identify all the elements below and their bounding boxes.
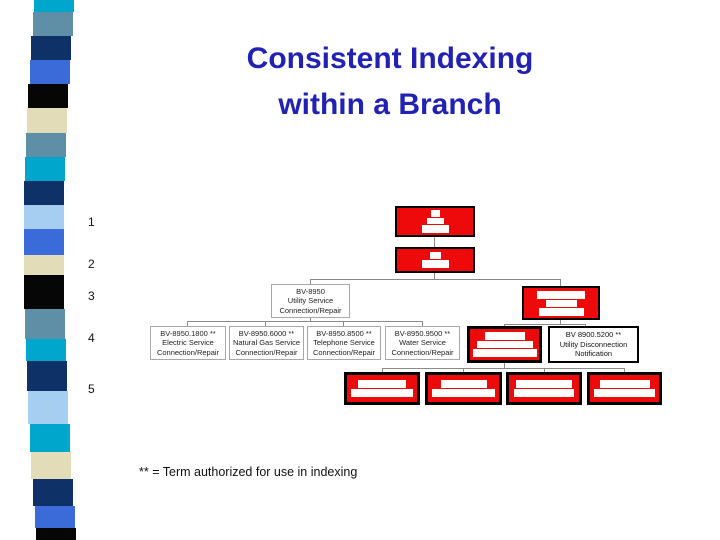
illegible-text-block bbox=[524, 288, 598, 318]
connector-line bbox=[434, 237, 435, 247]
box-line: Utility Service bbox=[287, 296, 334, 306]
connector-line bbox=[382, 368, 625, 369]
ribbon-band bbox=[28, 390, 68, 425]
ribbon-band bbox=[30, 424, 70, 452]
connector-line bbox=[422, 321, 423, 327]
ribbon-band bbox=[36, 528, 76, 540]
box-line: Electric Service bbox=[162, 338, 214, 348]
connector-line bbox=[504, 362, 505, 369]
connector-line bbox=[310, 317, 311, 322]
connector-line bbox=[187, 321, 423, 322]
illegible-text-block bbox=[397, 208, 473, 235]
title-line-1: Consistent Indexing bbox=[246, 42, 534, 75]
org-box-utility-service: BV-8950 Utility Service Connection/Repai… bbox=[271, 284, 350, 318]
ribbon-band bbox=[28, 84, 68, 108]
org-box-level5-red-1 bbox=[344, 372, 420, 405]
box-line: Connection/Repair bbox=[235, 347, 298, 357]
box-line: Utility Disconnection bbox=[559, 339, 628, 349]
level-label-3: 3 bbox=[88, 289, 95, 303]
ribbon-band bbox=[27, 108, 67, 133]
connector-line bbox=[310, 279, 561, 280]
box-line: Connection/Repair bbox=[391, 347, 454, 357]
box-line: Telephone Service bbox=[313, 338, 375, 348]
ribbon-band bbox=[25, 309, 65, 339]
connector-line bbox=[265, 321, 266, 327]
org-box-level3-red bbox=[522, 286, 600, 320]
connector-line bbox=[343, 321, 344, 327]
connector-line bbox=[544, 368, 545, 373]
connector-line bbox=[382, 368, 383, 373]
org-box-level5-red-4 bbox=[587, 372, 662, 405]
ribbon-band bbox=[31, 36, 71, 60]
level-label-1: 1 bbox=[88, 215, 95, 229]
connector-line bbox=[624, 368, 625, 373]
connector-line bbox=[560, 279, 561, 287]
connector-line bbox=[463, 368, 464, 373]
ribbon-band bbox=[25, 157, 65, 181]
org-box-water-service: BV-8950.9500 ** Water Service Connection… bbox=[385, 326, 460, 360]
illegible-text-block bbox=[397, 249, 473, 271]
org-box-level5-red-2 bbox=[425, 372, 502, 405]
connector-line bbox=[560, 319, 561, 325]
box-line: BV-8950 bbox=[296, 286, 325, 296]
ribbon-band bbox=[24, 205, 64, 229]
org-box-level1 bbox=[395, 206, 475, 237]
ribbon-band bbox=[24, 228, 64, 256]
org-box-natural-gas-service: BV-8950.6000 ** Natural Gas Service Conn… bbox=[229, 326, 304, 360]
illegible-text-block bbox=[470, 329, 539, 360]
ribbon-band bbox=[33, 479, 73, 506]
box-line: Connection/Repair bbox=[312, 347, 376, 357]
box-line: Connection/Repair bbox=[156, 347, 220, 357]
level-label-5: 5 bbox=[88, 382, 95, 396]
box-line: BV-8950.9500 ** bbox=[394, 328, 451, 338]
org-box-level4-red bbox=[467, 326, 542, 363]
ribbon-band bbox=[34, 0, 74, 12]
ribbon-band bbox=[27, 361, 67, 391]
ribbon-band bbox=[30, 59, 70, 85]
org-box-level5-red-3 bbox=[506, 372, 582, 405]
ribbon-band bbox=[33, 11, 73, 37]
box-line: Water Service bbox=[399, 338, 446, 348]
illegible-text-block bbox=[428, 375, 499, 402]
box-line: BV-8950.1800 ** bbox=[160, 328, 216, 338]
level-label-2: 2 bbox=[88, 257, 95, 271]
box-line: BV-8950.6000 ** bbox=[238, 328, 295, 338]
connector-line bbox=[310, 279, 311, 285]
box-line: Notification bbox=[574, 349, 613, 359]
illegible-text-block bbox=[590, 375, 659, 402]
org-box-level2 bbox=[395, 247, 475, 273]
connector-line bbox=[434, 273, 435, 279]
box-line: Natural Gas Service bbox=[232, 338, 301, 348]
box-line: BV-8950.8500 ** bbox=[316, 328, 372, 338]
ribbon-band bbox=[24, 274, 64, 310]
connector-line bbox=[504, 324, 586, 325]
org-box-telephone-service: BV-8950.8500 ** Telephone Service Connec… bbox=[307, 326, 381, 360]
box-line: Connection/Repair bbox=[279, 305, 342, 315]
ribbon-band bbox=[35, 505, 75, 529]
level-label-4: 4 bbox=[88, 331, 95, 345]
box-line: BV 8900.5200 ** bbox=[565, 330, 622, 340]
footnote: ** = Term authorized for use in indexing bbox=[139, 465, 358, 479]
ribbon-band bbox=[26, 132, 66, 158]
page-title: Consistent Indexing within a Branch bbox=[110, 36, 670, 128]
ribbon-band bbox=[26, 338, 66, 362]
org-box-utility-disconnection: BV 8900.5200 ** Utility Disconnection No… bbox=[548, 326, 639, 363]
ribbon-band bbox=[24, 180, 64, 206]
org-box-electric-service: BV-8950.1800 ** Electric Service Connect… bbox=[150, 326, 226, 360]
title-line-2: within a Branch bbox=[278, 88, 502, 121]
illegible-text-block bbox=[509, 375, 579, 402]
ribbon-band bbox=[24, 255, 64, 275]
decorative-ribbon bbox=[24, 0, 76, 540]
ribbon-band bbox=[31, 451, 71, 480]
illegible-text-block bbox=[347, 375, 417, 402]
connector-line bbox=[187, 321, 188, 327]
